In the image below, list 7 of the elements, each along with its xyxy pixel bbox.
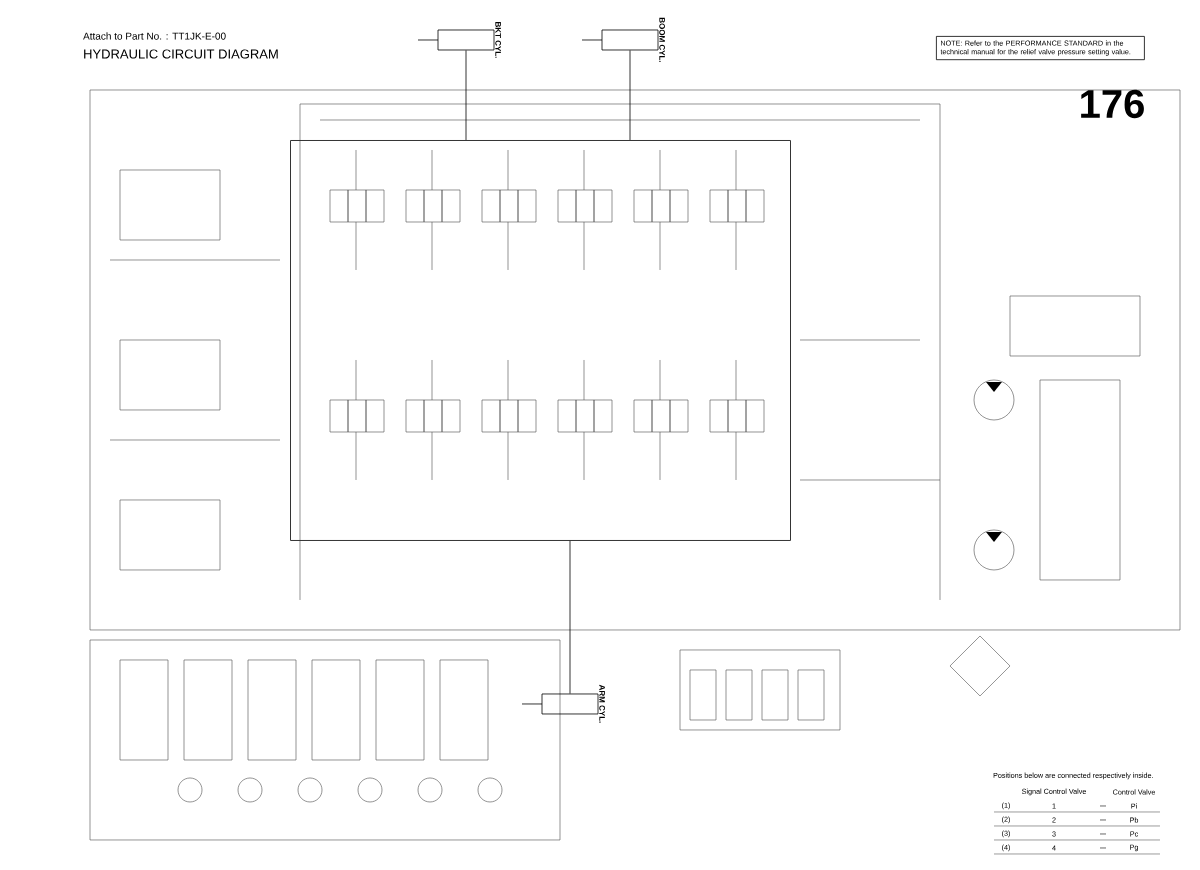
hydraulic-cylinder — [437, 29, 495, 51]
hydraulic-cylinder — [541, 693, 599, 715]
control-valve-block — [290, 140, 791, 541]
hydraulic-cylinder — [601, 29, 659, 51]
hydraulic-line — [569, 540, 571, 694]
hydraulic-line — [465, 50, 467, 141]
hydraulic-line — [629, 50, 631, 141]
